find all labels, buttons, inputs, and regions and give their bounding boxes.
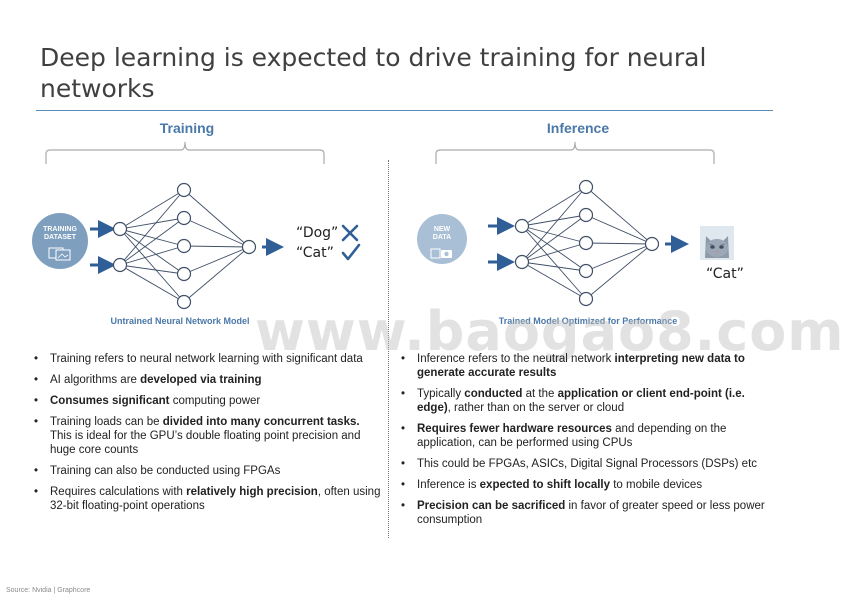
hidden-node [176, 210, 192, 226]
hidden-node [578, 291, 594, 307]
inference-bullet-item: Requires fewer hardware resources and de… [399, 422, 769, 450]
source-note: Source: Nvidia | Graphcore [6, 587, 91, 594]
training-dataset-disc: TRAINING DATASET [32, 213, 88, 269]
training-bullet-item: AI algorithms are developed via training [32, 373, 382, 387]
training-bullet-list: Training refers to neural network learni… [32, 352, 382, 520]
bullet-text: and depending on the application, can be… [417, 423, 727, 449]
hidden-node [578, 263, 594, 279]
bullet-text: divided into many concurrent tasks. [162, 416, 360, 428]
hidden-node [176, 266, 192, 282]
inference-heading: Inference [546, 120, 610, 136]
bullet-text: Requires calculations with [50, 486, 187, 498]
bullet-text: developed via training [140, 374, 262, 386]
training-dataset-label: TRAINING DATASET [43, 226, 77, 241]
input-node [514, 254, 530, 270]
hidden-node [176, 294, 192, 310]
bullet-text: at the [522, 388, 558, 400]
bullet-text: Typically [417, 388, 465, 400]
result-marks [341, 224, 361, 261]
hidden-node [578, 207, 594, 223]
training-brace [45, 141, 325, 164]
bullet-text: in favor of greater speed or less power … [417, 500, 765, 526]
bullet-text: Consumes significant [50, 395, 173, 407]
bullet-text: This could be FPGAs, ASICs, Digital Sign… [417, 458, 758, 470]
bullet-text: Training loads can be [50, 416, 163, 428]
bullet-text: Requires fewer hardware resources [417, 423, 612, 435]
inference-bullet-item: Inference is expected to shift locally t… [399, 478, 769, 492]
bullet-text: expected to shift locally [479, 479, 611, 491]
trained-model-label: Trained Model Optimized for Performance [498, 316, 678, 326]
bullet-text: conducted [464, 388, 523, 400]
camera-icon [430, 248, 452, 259]
bullet-text: Inference refers to the neutral network [417, 353, 615, 365]
output-node [644, 236, 660, 252]
input-node [112, 221, 128, 237]
bullet-text: computing power [172, 395, 261, 407]
input-node [514, 218, 530, 234]
bullet-text: , often using 32-bit floating-point oper… [50, 486, 381, 512]
page-title: Deep learning is expected to drive train… [40, 43, 707, 103]
hidden-node [176, 182, 192, 198]
inference-output-cat-label: “Cat” [706, 266, 744, 282]
bullet-text: Training can also be conducted using FPG… [50, 465, 281, 477]
bullet-text: application or client end-point (i.e. ed… [417, 388, 745, 414]
trained-network-diagram [488, 179, 689, 307]
cross-icon [341, 224, 359, 242]
check-icon [341, 243, 361, 261]
training-bullet-item: Training can also be conducted using FPG… [32, 464, 382, 478]
inference-bullet-item: Precision can be sacrificed in favor of … [399, 499, 769, 527]
output-dog-label: “Dog” [296, 225, 339, 241]
bullet-text: This is ideal for the GPU’s double float… [50, 430, 361, 456]
new-data-disc: NEW DATA [417, 214, 467, 264]
inference-bullet-list: Inference refers to the neutral network … [399, 352, 769, 534]
inference-bullet-item: Inference refers to the neutral network … [399, 352, 769, 380]
untrained-network-diagram [90, 182, 284, 310]
bullet-text: AI algorithms are [50, 374, 141, 386]
training-heading: Training [159, 120, 215, 136]
bullet-text: Training refers to neural network learni… [50, 353, 363, 365]
title-divider [36, 110, 773, 111]
bullet-text: to mobile devices [610, 479, 703, 491]
bullet-text: relatively high precision [186, 486, 318, 498]
new-data-label: NEW DATA [432, 226, 452, 241]
training-bullet-item: Training loads can be divided into many … [32, 415, 382, 457]
inference-bullet-item: Typically conducted at the application o… [399, 387, 769, 415]
training-bullet-item: Consumes significant computing power [32, 394, 382, 408]
bullet-text: Precision can be sacrificed [417, 500, 566, 512]
hidden-node [578, 235, 594, 251]
bullet-text: Inference is [417, 479, 480, 491]
training-bullet-item: Training refers to neural network learni… [32, 352, 382, 366]
hidden-node [578, 179, 594, 195]
input-node [112, 257, 128, 273]
output-cat-label: “Cat” [296, 245, 334, 261]
inference-brace [435, 141, 715, 164]
bullet-text: , rather than on the server or cloud [447, 402, 625, 414]
inference-bullet-item: This could be FPGAs, ASICs, Digital Sign… [399, 457, 769, 471]
image-stack-icon [48, 247, 71, 261]
output-node [241, 239, 257, 255]
hidden-node [176, 238, 192, 254]
bullet-text: interpreting new data to generate accura… [417, 353, 745, 379]
training-bullet-item: Requires calculations with relatively hi… [32, 485, 382, 513]
column-divider [388, 160, 389, 538]
cat-photo-icon [700, 226, 734, 260]
untrained-model-label: Untrained Neural Network Model [110, 316, 250, 326]
